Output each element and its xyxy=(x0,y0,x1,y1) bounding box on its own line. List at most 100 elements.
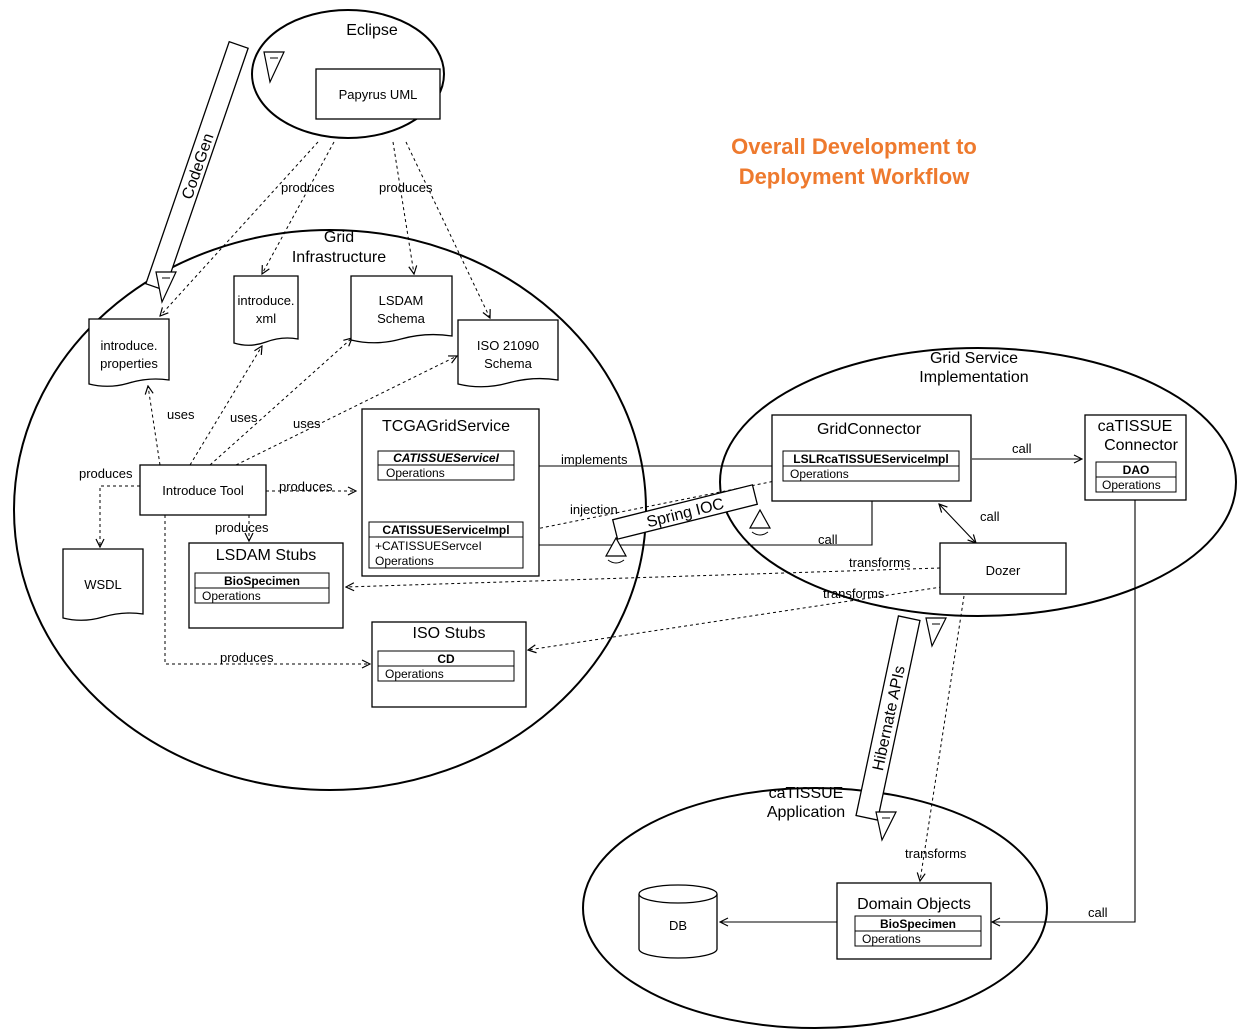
label-produces-iso-stubs: produces xyxy=(220,650,274,665)
wsdl-doc xyxy=(62,548,144,621)
edge-papyrus-to-lsdam-schema xyxy=(392,141,414,274)
papyrus-uml-box xyxy=(315,68,441,120)
edge-catissue-call-domain xyxy=(992,500,1136,922)
label-call-impl: call xyxy=(818,532,838,547)
lsdam-schema-doc xyxy=(350,275,453,344)
iso-stubs-label: ISO Stubs xyxy=(413,625,486,642)
introduce-properties-label-line2: properties xyxy=(100,356,158,371)
catissue-service-impl-ops: Operations xyxy=(375,554,434,568)
grid-infrastructure-label-line1: Grid xyxy=(324,229,354,246)
wsdl-label: WSDL xyxy=(84,577,122,592)
iso-21090-schema-doc xyxy=(457,319,559,388)
edge-tool-uses-iso-schema xyxy=(235,356,457,466)
label-call-connector: call xyxy=(1012,441,1032,456)
introduce-xml-label-line1: introduce. xyxy=(237,293,294,308)
catissue-service-impl-label: CATISSUEServiceImpl xyxy=(382,523,509,537)
edge-connector-call-dozer xyxy=(939,504,976,543)
hibernate-apis-label: Hibernate APIs xyxy=(870,664,909,772)
introduce-tool-box xyxy=(139,464,267,516)
lsdam-biospecimen-ops-box xyxy=(194,587,330,604)
iso-cd-ops: Operations xyxy=(385,667,444,681)
label-uses-props: uses xyxy=(167,407,195,422)
edge-tool-uses-props xyxy=(148,386,161,466)
grid-service-label-line2: Implementation xyxy=(919,369,1028,386)
lsdam-stubs-label: LSDAM Stubs xyxy=(216,547,316,564)
label-produces-wsdl: produces xyxy=(79,466,133,481)
catissue-application-label-line1: caTISSUE xyxy=(769,785,844,802)
codegen-bottom-anchor-icon xyxy=(155,271,177,304)
diagram-title-line1: Overall Development to xyxy=(731,134,977,159)
hibernate-apis-band: Hibernate APIs xyxy=(855,615,921,821)
catissue-application-label-line2: Application xyxy=(767,804,845,821)
introduce-properties-label-line1: introduce. xyxy=(100,338,157,353)
edge-impl-call-connector xyxy=(524,484,872,546)
catissue-connector-label-line1: caTISSUE xyxy=(1098,418,1173,435)
label-call-domain: call xyxy=(1088,905,1108,920)
hibernate-top-anchor-icon xyxy=(925,617,947,648)
domain-biospecimen-ops-box xyxy=(854,930,982,947)
lsdam-biospecimen-label: BioSpecimen xyxy=(224,574,300,588)
edge-papyrus-to-iso-schema xyxy=(405,141,490,318)
domain-objects-label: Domain Objects xyxy=(857,896,971,913)
iso-cd-label: CD xyxy=(437,652,455,666)
introduce-xml-label-line2: xml xyxy=(256,311,276,326)
edge-tool-uses-lsdam-schema xyxy=(209,338,352,466)
catissue-application-region xyxy=(582,787,1048,1029)
db-cylinder xyxy=(638,884,718,959)
label-produces-tcga: produces xyxy=(279,479,333,494)
catissue-service-impl-body xyxy=(368,536,524,569)
domain-biospecimen-ops: Operations xyxy=(862,932,921,946)
tcga-grid-service-label: TCGAGridService xyxy=(382,418,510,435)
catissue-service-iface-ops: Operations xyxy=(386,466,445,480)
grid-service-label-line1: Grid Service xyxy=(930,350,1018,367)
lsdam-schema-label-line1: LSDAM xyxy=(379,293,424,308)
diagram-title-line2: Deployment Workflow xyxy=(739,164,971,189)
label-uses-schemas: uses xyxy=(293,416,321,431)
eclipse-label: Eclipse xyxy=(346,22,398,39)
introduce-xml-doc xyxy=(233,275,299,346)
label-transforms-lsdam: transforms xyxy=(849,555,911,570)
introduce-properties-doc xyxy=(88,318,170,387)
catissue-connector-label-line2: Connector xyxy=(1104,437,1178,454)
lslr-impl-ops: Operations xyxy=(790,467,849,481)
label-implements-grid: implements xyxy=(561,452,628,467)
codegen-top-anchor-icon xyxy=(263,51,285,84)
dozer-label: Dozer xyxy=(986,563,1021,578)
dao-ops-box xyxy=(1095,476,1177,493)
spring-ioc-left-anchor-icon xyxy=(604,536,628,564)
grid-connector-label: GridConnector xyxy=(817,421,922,438)
edge-tool-produces-iso-stubs xyxy=(164,515,370,664)
lslr-impl-label: LSLRcaTISSUEServiceImpl xyxy=(793,452,948,466)
introduce-tool-label: Introduce Tool xyxy=(162,483,244,498)
label-produces-xml: produces xyxy=(281,180,335,195)
edge-tool-produces-wsdl xyxy=(100,485,140,547)
edge-dozer-transforms-domain xyxy=(920,595,965,881)
catissue-service-iface-label: CATISSUEServiceI xyxy=(393,451,499,465)
edge-tool-uses-xml xyxy=(189,346,262,466)
lslr-impl-ops-box xyxy=(782,465,960,482)
dao-ops: Operations xyxy=(1102,478,1161,492)
iso-21090-schema-label-line2: Schema xyxy=(484,356,532,371)
hibernate-bottom-anchor-icon xyxy=(875,811,897,842)
dao-label: DAO xyxy=(1123,463,1150,477)
label-call-dozer: call xyxy=(980,509,1000,524)
domain-biospecimen-label: BioSpecimen xyxy=(880,917,956,931)
catissue-service-iface-ops-box xyxy=(377,464,515,481)
lsdam-schema-label-line2: Schema xyxy=(377,311,425,326)
db-label: DB xyxy=(669,918,687,933)
label-injection: injection xyxy=(570,502,618,517)
lsdam-biospecimen-ops: Operations xyxy=(202,589,261,603)
iso-cd-ops-box xyxy=(377,665,515,682)
dozer-box xyxy=(939,542,1067,595)
spring-ioc-right-anchor-icon xyxy=(748,508,772,536)
codegen-label: CodeGen xyxy=(179,131,217,201)
label-transforms-domain: transforms xyxy=(905,846,967,861)
edge-dozer-transforms-iso xyxy=(528,585,949,650)
papyrus-uml-label: Papyrus UML xyxy=(339,87,418,102)
label-produces-lsdam-stubs: produces xyxy=(215,520,269,535)
iso-21090-schema-label-line1: ISO 21090 xyxy=(477,338,539,353)
grid-infrastructure-region xyxy=(13,229,647,791)
grid-infrastructure-label-line2: Infrastructure xyxy=(292,249,386,266)
catissue-service-impl-attr: +CATISSUEServceI xyxy=(375,539,482,553)
